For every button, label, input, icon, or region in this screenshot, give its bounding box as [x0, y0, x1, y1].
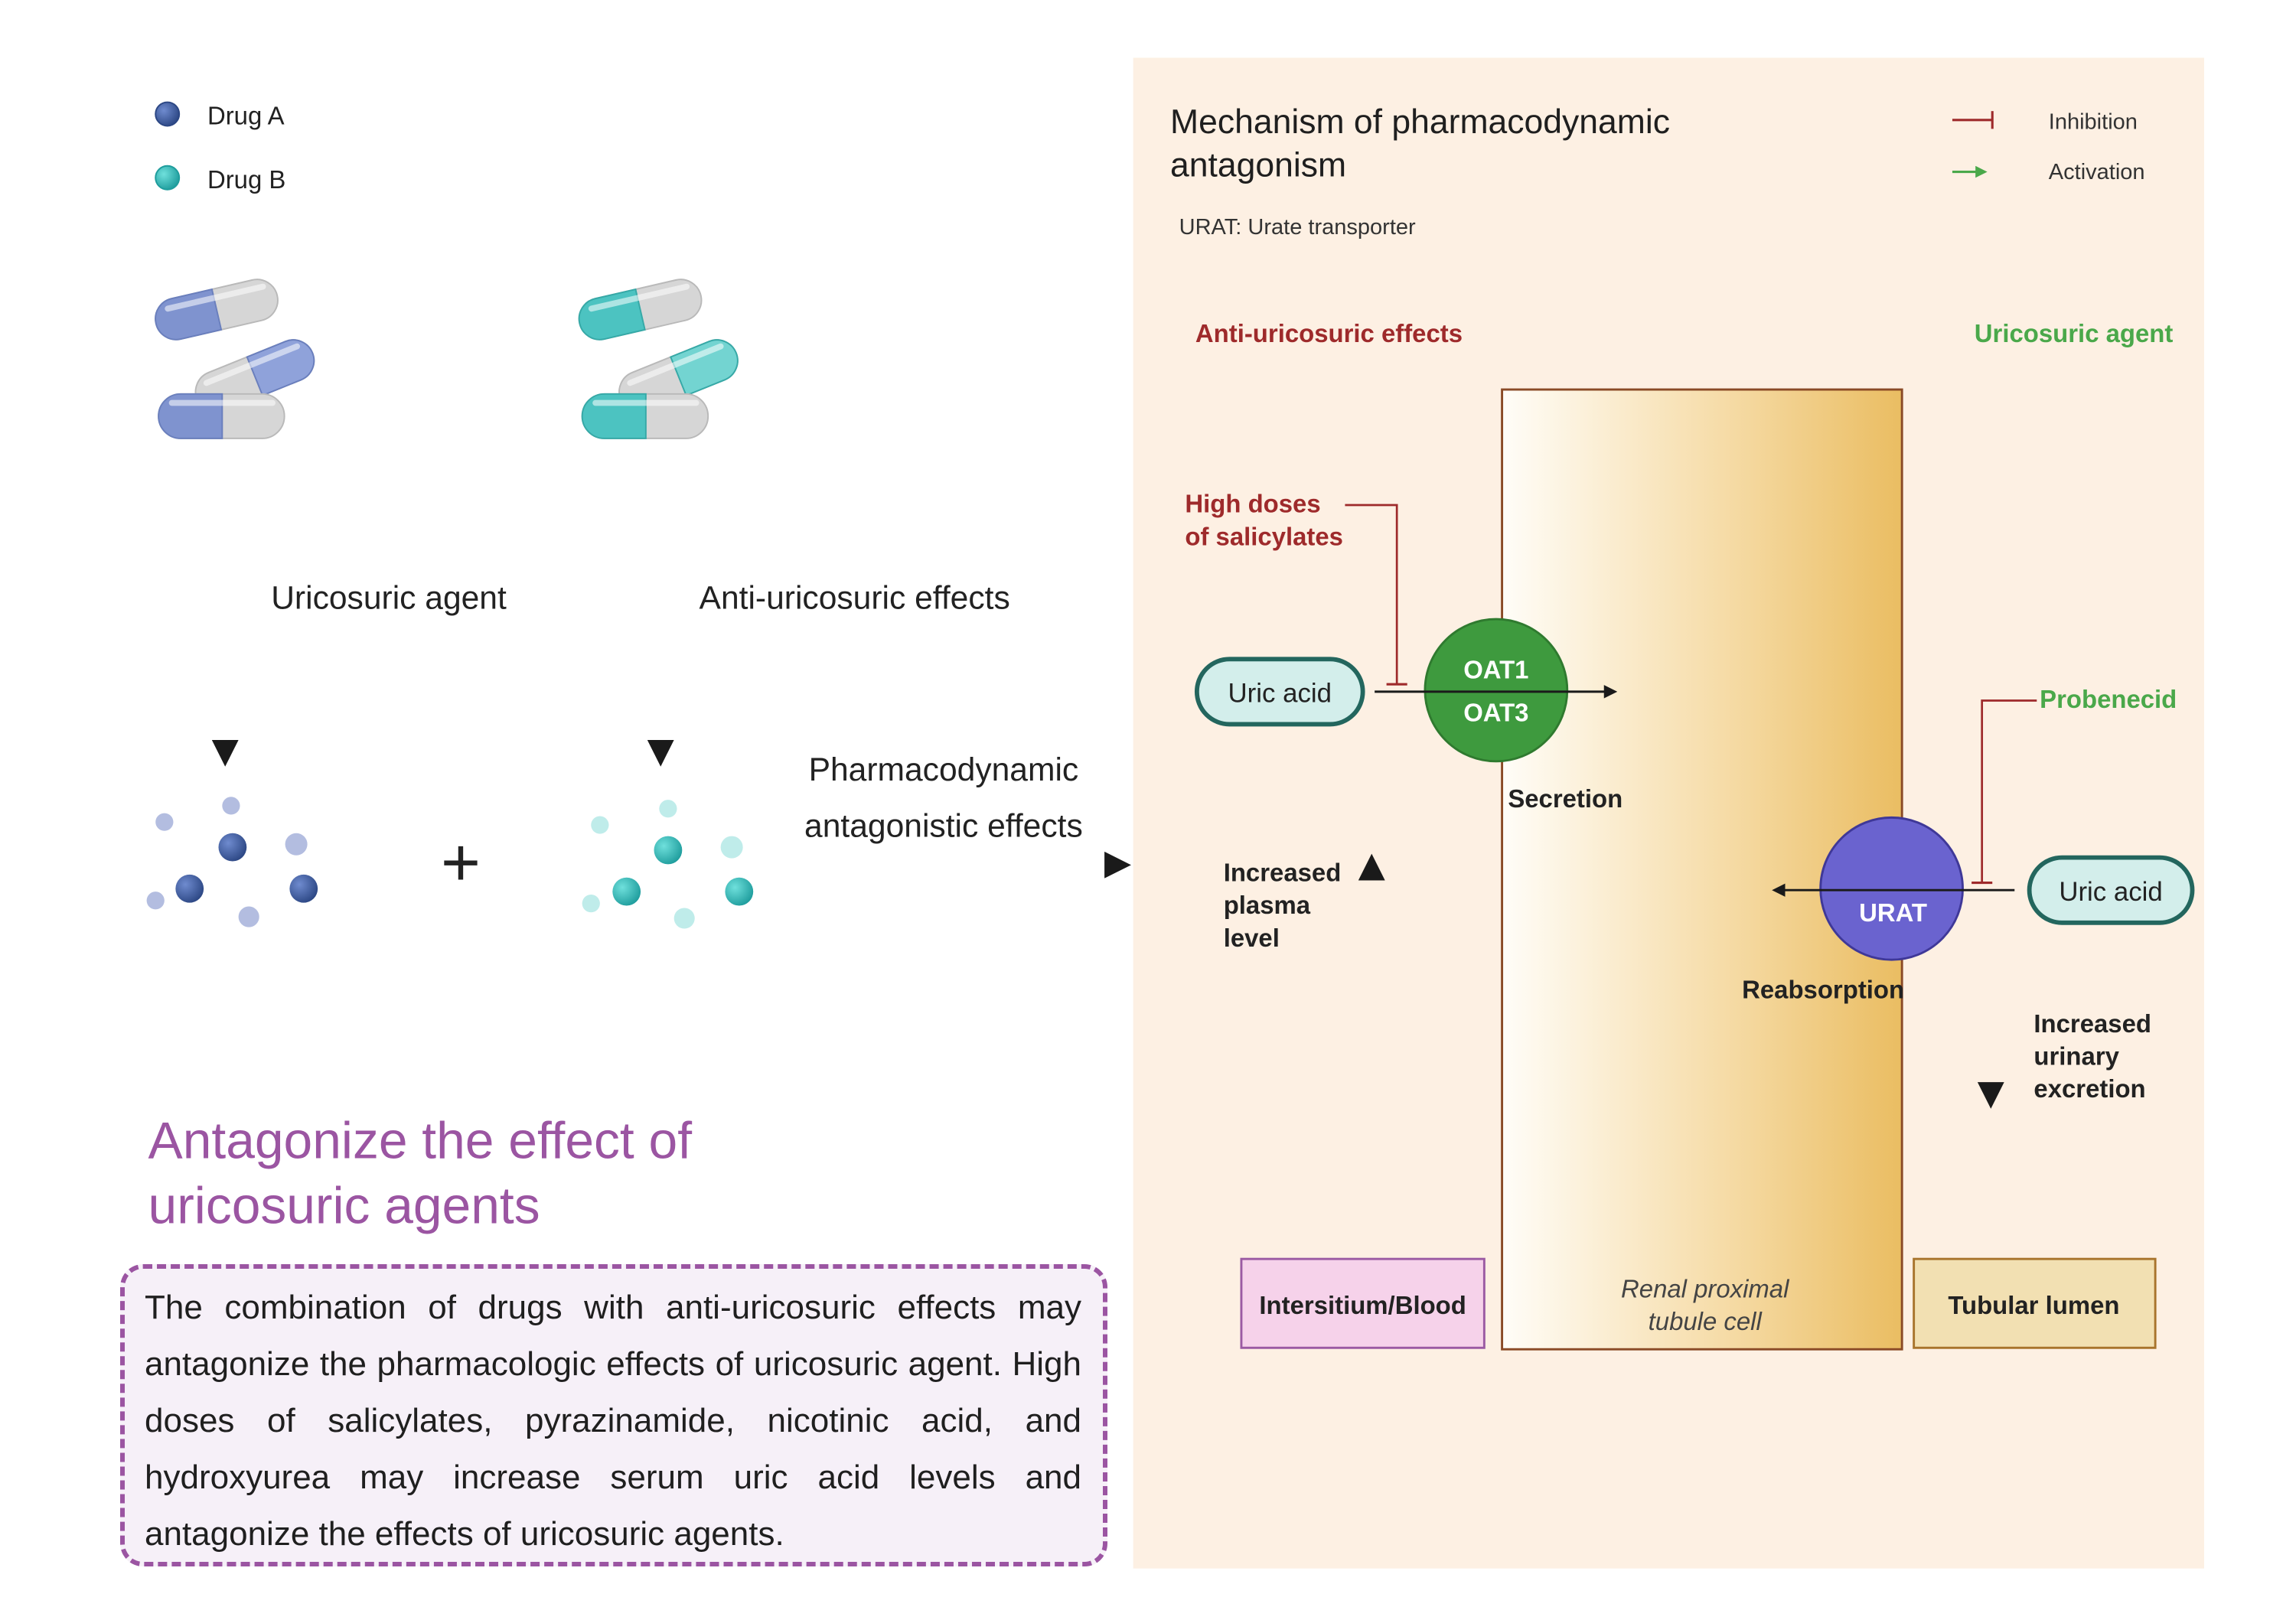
tubular-lumen-label: Tubular lumen	[1948, 1291, 2119, 1319]
interstitium-box	[1240, 1257, 1486, 1349]
salicylates-label-line1: High doses	[1185, 490, 1320, 518]
pd-effects-label-line1: Pharmacodynamic	[809, 751, 1079, 788]
inhibition-legend-label: Inhibition	[2049, 109, 2138, 134]
headline-line2: uricosuric agents	[148, 1178, 540, 1235]
plasma-label-line3: level	[1224, 924, 1280, 952]
tubule-cell-label-line1: Renal proximal	[1621, 1274, 1790, 1302]
inhibition-legend: Inhibition	[1952, 109, 2138, 134]
oat-transporter	[1424, 618, 1569, 763]
urinary-label-line1: Increased	[2033, 1009, 2151, 1038]
drug-a-capsules-icon	[155, 279, 315, 439]
oat3-label: OAT3	[1463, 699, 1528, 727]
plasma-label-line2: plasma	[1224, 891, 1311, 919]
probenecid-inhibition-line	[1971, 699, 2037, 885]
anti-uricosuric-effects-label: Anti-uricosuric effects	[1195, 319, 1463, 347]
urinary-label-line3: excretion	[2033, 1074, 2145, 1103]
drug-a-molecules-icon	[146, 797, 318, 927]
uricosuric-agent-panel-label: Uricosuric agent	[1975, 319, 2174, 347]
pd-effects-label-line2: antagonistic effects	[804, 808, 1083, 845]
plus-sign: +	[441, 823, 481, 900]
drug-b-molecules-icon	[582, 800, 754, 929]
salicylates-inhibition-line	[1345, 504, 1407, 686]
reabsorption-label: Reabsorption	[1742, 976, 1904, 1004]
drug-legend: Drug A Drug B	[155, 101, 285, 194]
urinary-label-line2: urinary	[2033, 1042, 2119, 1071]
plasma-label-line1: Increased	[1224, 859, 1342, 887]
drug-a-legend-label: Drug A	[207, 102, 285, 130]
uricosuric-agent-label: Uricosuric agent	[271, 579, 507, 616]
explanation-note-box: The combination of drugs with anti-urico…	[120, 1264, 1107, 1566]
uric-acid-left-label: Uric acid	[1228, 678, 1332, 708]
uric-acid-right-pill	[2027, 855, 2195, 925]
drug-a-legend-dot	[155, 101, 181, 127]
urat-label: URAT	[1859, 898, 1927, 927]
drug-b-legend-label: Drug B	[207, 165, 285, 194]
tubule-cell-label-line2: tubule cell	[1649, 1307, 1763, 1335]
headline-line1: Antagonize the effect of	[148, 1113, 693, 1170]
explanation-note-text: The combination of drugs with anti-urico…	[145, 1289, 1081, 1553]
oat1-label: OAT1	[1463, 655, 1528, 683]
drug-b-legend-dot	[155, 165, 181, 191]
anti-uricosuric-label: Anti-uricosuric effects	[700, 579, 1010, 616]
probenecid-label: Probenecid	[2040, 685, 2177, 713]
activation-legend: Activation	[1952, 160, 2145, 184]
drug-b-capsules-icon	[578, 279, 739, 439]
uric-acid-left-pill	[1194, 657, 1365, 727]
salicylates-label-line2: of salicylates	[1185, 522, 1343, 550]
urat-abbreviation: URAT: Urate transporter	[1179, 215, 1416, 240]
urat-transporter	[1819, 816, 1964, 961]
secretion-label: Secretion	[1508, 784, 1623, 813]
mechanism-title-line2: antagonism	[1170, 146, 1346, 184]
mechanism-title-line1: Mechanism of pharmacodynamic	[1170, 103, 1670, 141]
activation-legend-label: Activation	[2049, 160, 2145, 184]
uric-acid-right-label: Uric acid	[2059, 877, 2162, 907]
interstitium-label: Intersitium/Blood	[1259, 1291, 1466, 1319]
tubular-lumen-box	[1913, 1257, 2157, 1349]
